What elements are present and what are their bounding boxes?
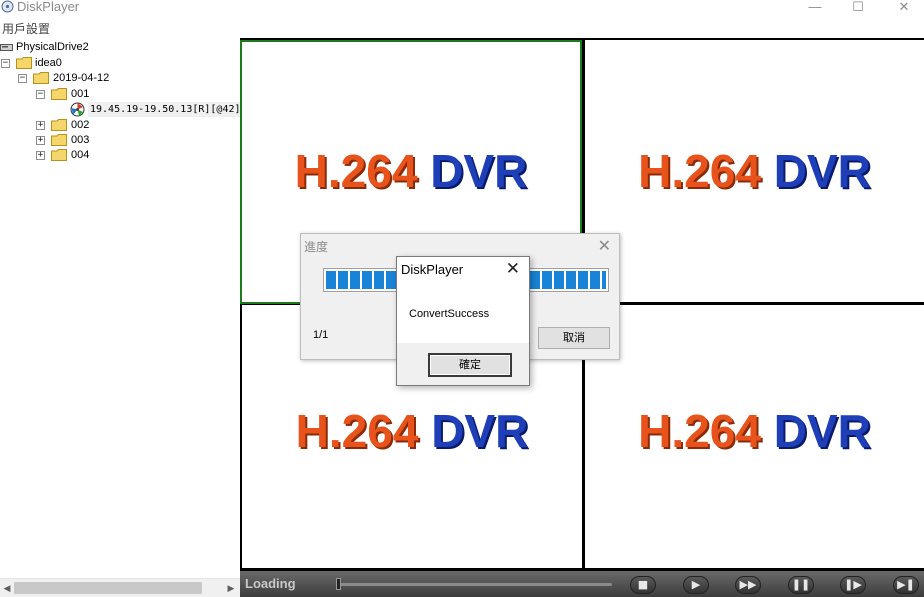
progress-count: 1/1: [313, 329, 329, 341]
dvr-logo: H.264 DVR: [295, 405, 529, 457]
tree-item-idea0[interactable]: − idea0: [0, 56, 120, 71]
collapse-icon[interactable]: −: [18, 73, 27, 83]
tree-item-label: 19.45.19-19.50.13[R][@42][0].: [88, 102, 267, 117]
app-icon: [1, 0, 14, 13]
dvr-logo: H.264 DVR: [294, 145, 528, 197]
expand-icon[interactable]: +: [36, 135, 45, 145]
file-tree: PhysicalDrive2 − idea0 − 2019-04-12 − 00…: [0, 38, 267, 578]
playback-controls: Loading ■ ▶ ▶▶ ❚❚ ❚▶ ▶❚: [240, 570, 924, 597]
next-icon[interactable]: ▶❚: [893, 576, 919, 594]
ok-button[interactable]: 確定: [428, 353, 512, 377]
message-text: ConvertSuccess: [409, 308, 490, 320]
message-box-title: DiskPlayer: [401, 262, 464, 277]
scroll-right-icon[interactable]: ▶: [227, 583, 235, 593]
drive-icon: [0, 44, 13, 51]
folder-icon: [51, 134, 67, 146]
tree-item-002[interactable]: + 002: [0, 118, 120, 133]
close-icon[interactable]: ✕: [505, 259, 520, 278]
tree-item-label: 003: [71, 134, 90, 146]
dvr-logo: H.264 DVR: [638, 145, 871, 197]
progress-dialog-title: 進度: [304, 240, 329, 254]
tree-item-004[interactable]: + 004: [0, 148, 120, 163]
collapse-icon[interactable]: −: [1, 58, 10, 68]
cancel-button[interactable]: 取消: [538, 327, 610, 349]
tree-item-recording[interactable]: 19.45.19-19.50.13[R][@42][0].: [0, 102, 267, 117]
scrollbar-thumb[interactable]: [14, 582, 202, 594]
menu-user-settings[interactable]: 用戶設置: [2, 22, 51, 36]
tree-item-label: 004: [71, 149, 90, 161]
minimize-button[interactable]: —: [808, 0, 822, 14]
folder-icon: [33, 72, 49, 84]
video-cell-2[interactable]: H.264 DVR: [585, 40, 924, 302]
video-file-icon: [70, 102, 85, 117]
tree-item-date[interactable]: − 2019-04-12: [0, 71, 140, 86]
folder-icon: [16, 57, 32, 69]
step-forward-icon[interactable]: ❚▶: [840, 576, 866, 594]
close-icon[interactable]: ✕: [597, 238, 611, 255]
tree-drive-label: PhysicalDrive2: [16, 41, 89, 53]
folder-icon: [51, 149, 67, 161]
collapse-icon[interactable]: −: [36, 89, 45, 99]
folder-icon: [51, 119, 67, 131]
seek-bar[interactable]: [336, 583, 612, 586]
menu-bar: 用戶設置: [0, 18, 924, 36]
maximize-button[interactable]: ☐: [852, 0, 864, 14]
seek-thumb[interactable]: [336, 578, 341, 590]
message-box-footer: 確定: [397, 343, 529, 385]
pause-icon[interactable]: ❚❚: [788, 576, 814, 594]
fast-forward-icon[interactable]: ▶▶: [735, 576, 761, 594]
dvr-logo: H.264 DVR: [638, 405, 871, 457]
tree-item-003[interactable]: + 003: [0, 133, 120, 148]
tree-item-label: 002: [71, 119, 90, 131]
video-cell-4[interactable]: H.264 DVR: [585, 305, 924, 568]
expand-icon[interactable]: +: [36, 150, 45, 160]
close-window-button[interactable]: ✕: [898, 0, 910, 14]
message-box: DiskPlayer ✕ ConvertSuccess 確定: [396, 256, 530, 386]
folder-icon: [51, 88, 67, 100]
play-icon[interactable]: ▶: [683, 576, 709, 594]
tree-item-label: idea0: [35, 57, 62, 69]
tree-item-label: 001: [71, 88, 90, 100]
stop-icon[interactable]: ■: [630, 576, 656, 594]
scroll-left-icon[interactable]: ◀: [3, 583, 11, 593]
tree-item-label: 2019-04-12: [53, 72, 110, 84]
tree-horizontal-scrollbar[interactable]: ◀ ▶: [0, 578, 240, 597]
window-title: DiskPlayer: [17, 0, 80, 14]
tree-item-001[interactable]: − 001: [0, 87, 120, 102]
title-bar: DiskPlayer — ☐ ✕: [0, 0, 924, 16]
expand-icon[interactable]: +: [36, 120, 45, 130]
status-text: Loading: [245, 576, 296, 591]
